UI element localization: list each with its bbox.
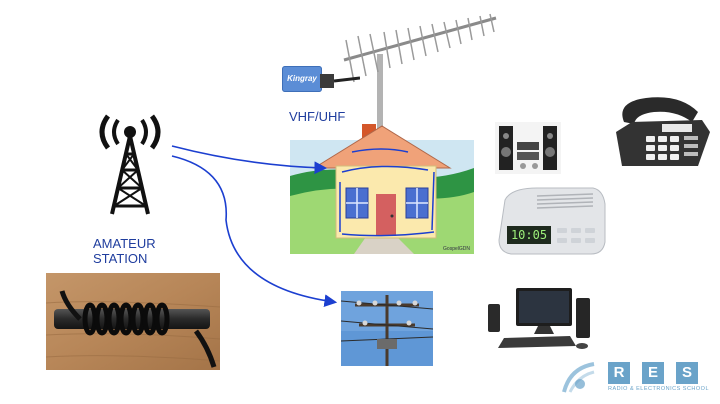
amateur-station-label: AMATEUR STATION	[93, 236, 156, 266]
yagi-antenna-icon	[343, 13, 497, 130]
vhf-uhf-label: VHF/UHF	[289, 109, 346, 124]
clock-radio-body-icon	[498, 187, 606, 255]
stereo-system-photo	[495, 122, 561, 174]
house-credit-text: GospelGDN	[443, 246, 470, 252]
radio-tower-icon	[99, 114, 161, 215]
arrow-to-powerpole	[171, 155, 338, 308]
telephone-icon	[616, 97, 710, 166]
ferrite-choke-photo	[46, 273, 220, 370]
res-subtitle: RADIO & ELECTRONICS SCHOOL	[608, 386, 710, 392]
amplifier-cable-icon	[320, 74, 360, 88]
res-letter-e: E	[642, 362, 664, 384]
satellite-dish-icon	[562, 362, 595, 393]
amateur-label-line1: AMATEUR	[93, 236, 156, 251]
clock-display: 10:05	[510, 228, 548, 242]
amplifier-device: Kingray	[282, 66, 322, 92]
res-letter-s: S	[676, 362, 698, 384]
house-scene: GospelGDN	[290, 124, 474, 254]
clock-radio-device: 10:05	[497, 186, 607, 256]
amateur-label-line2: STATION	[93, 251, 148, 266]
kingray-brand: Kingray	[287, 74, 317, 83]
res-school-logo: R E S RADIO & ELECTRONICS SCHOOL	[560, 362, 710, 396]
res-letter-r: R	[608, 362, 630, 384]
desktop-computer-icon	[488, 288, 590, 349]
arrow-to-house	[171, 145, 328, 175]
power-pole-photo	[341, 291, 433, 366]
